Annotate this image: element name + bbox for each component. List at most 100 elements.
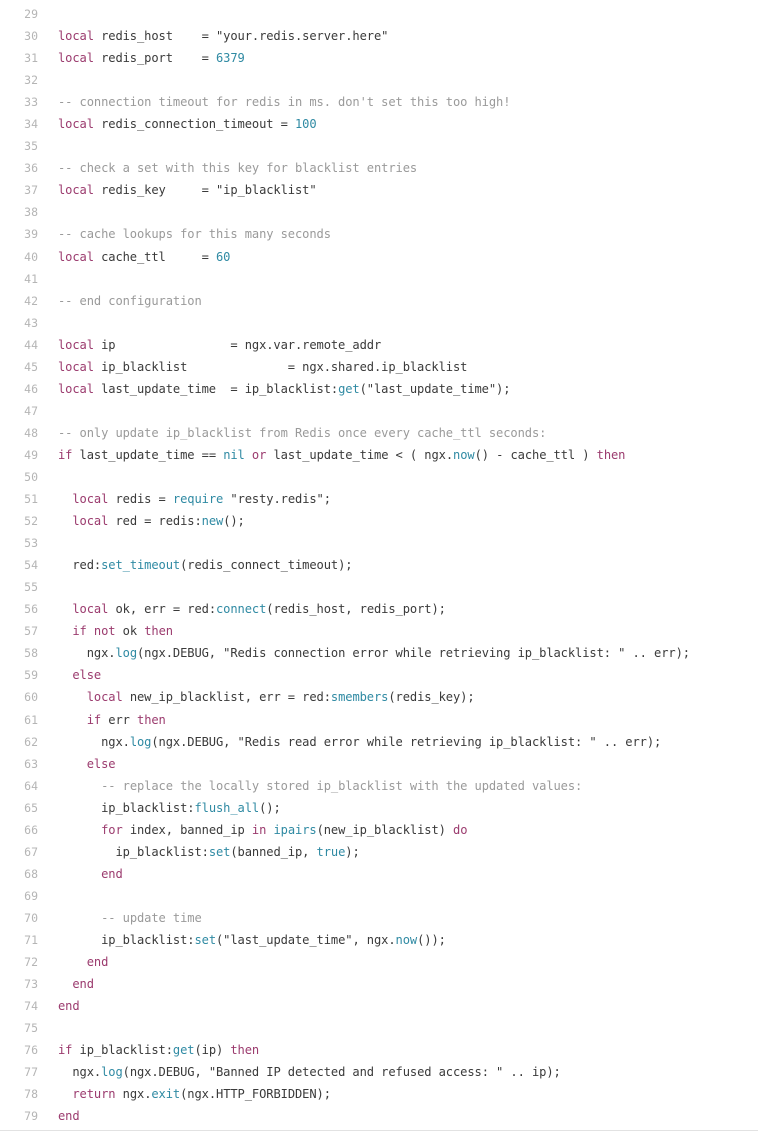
string-token: "your.redis.server.here"	[215, 29, 389, 44]
line-source: -- check a set with this key for blackli…	[58, 157, 758, 179]
line-number: 41	[24, 271, 38, 286]
line-source: local redis_connection_timeout = 100	[58, 113, 758, 135]
number-token: true	[316, 844, 346, 859]
line-source	[58, 201, 758, 223]
line-number: 42	[24, 293, 38, 308]
line-number: 74	[24, 999, 38, 1014]
number-token: 100	[294, 117, 317, 132]
text-token: ip_blacklist:	[58, 844, 209, 859]
keyword-token: local	[72, 492, 109, 507]
text-token	[245, 448, 252, 462]
line-number: 34	[24, 117, 38, 132]
function-token: log	[101, 1065, 123, 1080]
line-number: 45	[24, 359, 38, 374]
line-number: 53	[24, 536, 38, 551]
keyword-token: local	[58, 183, 94, 198]
keyword-token: or	[251, 447, 267, 462]
line-number: 51	[24, 492, 38, 507]
code-line: 77 ngx.log(ngx.DEBUG, "Banned IP detecte…	[0, 1061, 758, 1083]
text-token: ngx.	[115, 1087, 152, 1102]
function-token: log	[115, 646, 137, 661]
comment-token: -- connection timeout for redis in ms. d…	[58, 95, 511, 110]
line-number: 76	[24, 1043, 38, 1058]
keyword-token: else	[72, 668, 102, 683]
code-line: 52 local red = redis:new();	[0, 510, 758, 532]
code-line: 73 end	[0, 973, 758, 995]
keyword-token: local	[58, 51, 94, 66]
line-source	[58, 466, 758, 488]
line-source: ip_blacklist:set(banned_ip, true);	[58, 841, 758, 863]
code-line: 75	[0, 1017, 758, 1039]
line-source	[58, 312, 758, 334]
keyword-token: then	[230, 1043, 260, 1058]
line-source	[58, 69, 758, 91]
line-number: 47	[24, 403, 38, 418]
comment-token: -- replace the locally stored ip_blackli…	[101, 778, 583, 793]
line-number: 54	[24, 558, 38, 573]
bottom-divider	[0, 1130, 758, 1131]
line-number: 39	[24, 227, 38, 242]
keyword-token: local	[72, 602, 109, 617]
line-source: local cache_ttl = 60	[58, 246, 758, 268]
text-token: );	[345, 844, 360, 859]
text-token: () - cache_ttl )	[474, 447, 597, 462]
line-number: 30	[24, 29, 38, 44]
code-line: 67 ip_blacklist:set(banned_ip, true);	[0, 841, 758, 863]
line-source	[58, 400, 758, 422]
text-token: ("last_update_time");	[359, 381, 511, 396]
line-source: local ip = ngx.var.remote_addr	[58, 334, 758, 356]
keyword-token: if not	[72, 624, 116, 639]
line-source: end	[58, 973, 758, 995]
line-number: 68	[24, 866, 38, 881]
line-number: 60	[24, 690, 38, 705]
keyword-token: local	[58, 117, 94, 132]
line-number: 52	[24, 514, 38, 529]
keyword-token: if	[86, 712, 102, 727]
line-source: end	[58, 1105, 758, 1127]
line-source	[58, 1017, 758, 1039]
code-line: 53	[0, 532, 758, 554]
keyword-token: local	[58, 359, 94, 374]
function-token: now	[453, 447, 475, 462]
text-token: new_ip_blacklist, err = red:	[122, 690, 331, 705]
function-token: set	[208, 844, 231, 859]
line-number: 50	[24, 469, 38, 484]
function-token: connect	[216, 602, 267, 617]
line-number: 48	[24, 425, 38, 440]
text-token	[58, 1087, 72, 1101]
text-token: red:	[58, 558, 102, 573]
keyword-token: then	[596, 447, 626, 462]
line-source: if ip_blacklist:get(ip) then	[58, 1039, 758, 1061]
line-source: for index, banned_ip in ipairs(new_ip_bl…	[58, 819, 758, 841]
text-token: (redis_connect_timeout);	[180, 558, 353, 573]
text-token: (ip)	[194, 1043, 231, 1058]
code-line: 64 -- replace the locally stored ip_blac…	[0, 775, 758, 797]
code-line: 54 red:set_timeout(redis_connect_timeout…	[0, 554, 758, 576]
line-source: end	[58, 863, 758, 885]
code-line: 47	[0, 400, 758, 422]
code-line: 50	[0, 466, 758, 488]
line-source: -- end configuration	[58, 290, 758, 312]
text-token: last_update_time ==	[72, 447, 224, 462]
code-line: 55	[0, 576, 758, 598]
text-token: ip_blacklist:	[72, 1043, 173, 1058]
code-line: 66 for index, banned_ip in ipairs(new_ip…	[0, 819, 758, 841]
function-token: get	[172, 1043, 195, 1058]
line-number: 37	[24, 183, 38, 198]
keyword-token: end	[72, 977, 94, 992]
line-source: local ok, err = red:connect(redis_host, …	[58, 598, 758, 620]
line-number: 36	[24, 161, 38, 176]
text-token	[58, 624, 72, 638]
line-number: 65	[24, 800, 38, 815]
line-number: 49	[24, 447, 38, 462]
line-number: 64	[24, 778, 38, 793]
comment-token: -- end configuration	[58, 293, 202, 308]
line-source: local red = redis:new();	[58, 510, 758, 532]
line-number: 55	[24, 580, 38, 595]
text-token: ok, err = red:	[108, 602, 216, 617]
number-token: 6379	[215, 51, 245, 66]
text-token: err	[101, 712, 138, 727]
